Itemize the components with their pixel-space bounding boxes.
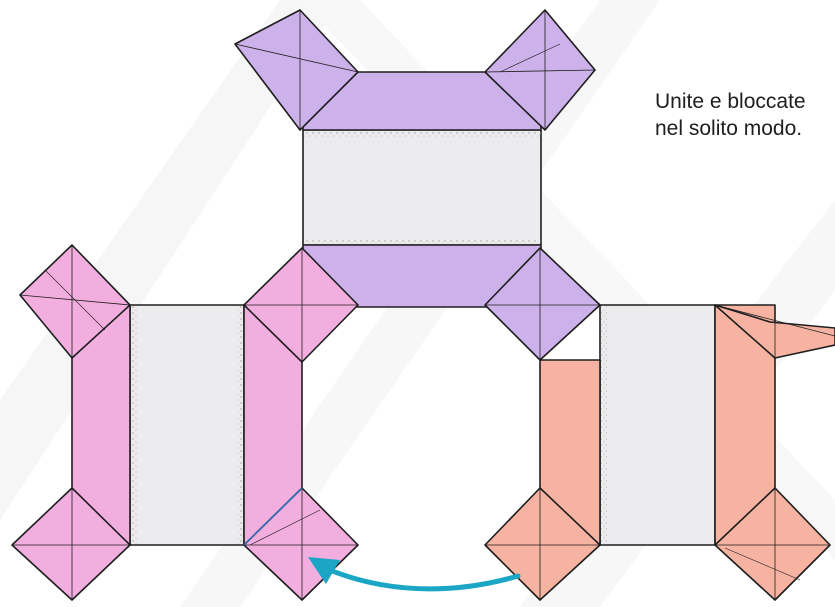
caption-line-2: nel solito modo.: [655, 117, 803, 140]
salmon-unit-tab-bottom-left: [484, 487, 601, 601]
purple-unit-tab-bottom-right: [484, 247, 601, 361]
pink-unit: [11, 244, 359, 601]
pink-unit-tab-bottom-left: [11, 487, 131, 601]
pink-unit-panel: [129, 304, 245, 546]
pink-unit-tab-top-right: [243, 247, 359, 363]
salmon-unit: [484, 304, 835, 601]
caption-line-1: Unite e bloccate: [655, 90, 806, 113]
purple-unit-tab-top-right: [484, 9, 596, 131]
salmon-unit-tab-top-right: [714, 304, 835, 359]
salmon-unit-tab-bottom-right: [714, 487, 831, 601]
purple-unit: [234, 9, 596, 308]
curved-arrow-icon: [308, 557, 521, 592]
purple-unit-panel: [302, 129, 542, 246]
instruction-caption: Unite e bloccate nel solito modo.: [655, 88, 806, 142]
purple-unit-tab-top-left: [234, 9, 359, 131]
salmon-unit-panel: [599, 304, 716, 546]
fold-line: [243, 487, 303, 546]
pink-unit-tab-top-left: [19, 244, 131, 359]
